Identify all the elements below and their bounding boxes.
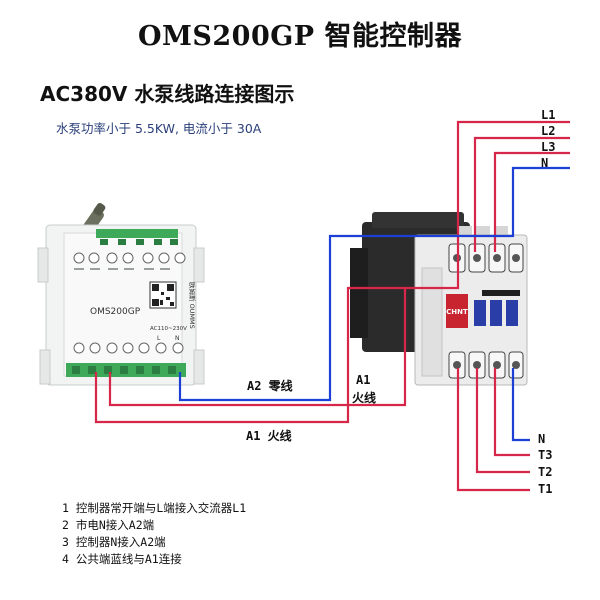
controller-terminal-n: N — [175, 335, 180, 342]
wire-a1-live — [94, 252, 460, 424]
controller-terminal-l: L — [157, 335, 161, 342]
controller-brand-label: 欧姆斯 OUMMS — [188, 282, 197, 329]
contactor: CHNT — [350, 212, 528, 386]
wire-t3 — [493, 368, 530, 457]
wire-label-a1-top-1: A1 — [356, 373, 371, 387]
instruction-3: 3 控制器N接入A2端 — [62, 535, 166, 549]
wire-t2 — [475, 368, 530, 474]
terminal-n-load: N — [538, 432, 546, 446]
qr-code — [149, 281, 177, 309]
terminal-t3: T3 — [538, 448, 553, 462]
power-note: 水泵功率小于 5.5KW, 电流小于 30A — [56, 121, 262, 136]
wire-l2 — [473, 136, 570, 252]
terminal-n-supply: N — [541, 156, 549, 170]
terminal-l1: L1 — [541, 108, 556, 122]
top-terminal-block — [96, 229, 178, 245]
terminal-t1: T1 — [538, 482, 553, 496]
controller-voltage-label: AC110~230V — [150, 326, 187, 332]
wire-t1 — [456, 368, 530, 492]
wire-n-supply — [178, 166, 570, 402]
page-title: OMS200GP 智能控制器 — [137, 21, 463, 52]
wire-n-load — [511, 368, 530, 442]
terminal-l3: L3 — [541, 140, 556, 154]
wire-l1 — [456, 120, 570, 252]
terminal-t2: T2 — [538, 465, 553, 479]
wire-label-a1-top-2: 火线 — [352, 391, 377, 405]
instruction-2: 2 市电N接入A2端 — [62, 518, 155, 532]
controller-model-label: OMS200GP — [90, 307, 141, 317]
controller-module: OMS200GP 欧姆斯 OUMMS AC110~230V L N — [37, 202, 205, 386]
terminal-l2: L2 — [541, 124, 556, 138]
contactor-brand-label: CHNT — [446, 308, 468, 316]
bottom-terminal-block — [66, 363, 186, 377]
instruction-4: 4 公共端蓝线与A1连接 — [62, 552, 182, 566]
wire-controller-no — [108, 288, 407, 407]
wire-label-a2-neutral: A2 零线 — [247, 379, 293, 393]
wire-l3 — [493, 151, 570, 252]
wire-label-a1-bottom: A1 火线 — [246, 429, 292, 443]
instruction-1: 1 控制器常开端与L端接入交流器L1 — [62, 501, 247, 515]
diagram-subtitle: AC380V 水泵线路连接图示 — [40, 82, 295, 106]
